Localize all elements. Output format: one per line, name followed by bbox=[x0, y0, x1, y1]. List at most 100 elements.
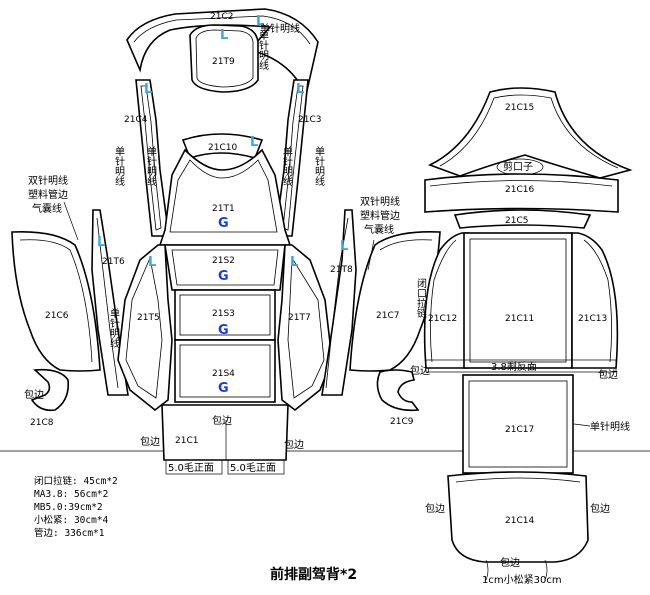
note-zipper: 闭口拉链 bbox=[415, 277, 427, 318]
svg-text:21S2: 21S2 bbox=[212, 256, 235, 266]
svg-text:21T1: 21T1 bbox=[212, 204, 235, 214]
piece-21t7: 21T7 bbox=[277, 244, 333, 412]
piece-21c15: 21C15 bbox=[427, 87, 633, 179]
note-double-stitch-right: 双针明线 bbox=[360, 195, 400, 208]
note-binding: 包边 bbox=[598, 368, 618, 381]
svg-text:21C13: 21C13 bbox=[578, 314, 607, 324]
piece-21t1: 21T1 bbox=[158, 148, 292, 246]
piece-21c6: 21C6 bbox=[11, 230, 101, 372]
piece-21c16: 21C16 bbox=[424, 173, 619, 213]
note-stitch-top: 单针明线 bbox=[257, 30, 269, 70]
svg-text:21C1: 21C1 bbox=[175, 436, 198, 446]
svg-text:21T8: 21T8 bbox=[330, 265, 353, 275]
mark-l: L bbox=[144, 82, 152, 97]
note-binding: 包边 bbox=[425, 502, 445, 515]
piece-21c14: 21C14 bbox=[447, 471, 589, 563]
piece-21s4: 21S4 bbox=[174, 339, 276, 403]
piece-21t5: 21T5 bbox=[117, 244, 173, 412]
piece-21s2: 21S2 bbox=[164, 244, 286, 291]
svg-text:21C8: 21C8 bbox=[30, 418, 54, 428]
svg-text:21C3: 21C3 bbox=[298, 115, 321, 125]
mark-l: L bbox=[250, 135, 258, 150]
legend-item: MB5.0:39cm*2 bbox=[34, 502, 103, 513]
piece-21c13: 21C13 bbox=[571, 232, 619, 369]
svg-text:21C2: 21C2 bbox=[210, 12, 233, 22]
piece-21c11: 21C11 bbox=[463, 232, 573, 369]
note-stitch-t5: 单针明线 bbox=[108, 308, 120, 348]
note-binding: 包边 bbox=[140, 435, 160, 448]
svg-text:21C7: 21C7 bbox=[376, 311, 399, 321]
piece-21c7: 21C7 bbox=[349, 230, 441, 372]
svg-text:21T5: 21T5 bbox=[137, 313, 160, 323]
svg-text:21C15: 21C15 bbox=[505, 103, 534, 113]
note-stitch-right-b: 单针明线 bbox=[313, 146, 325, 186]
svg-text:21C9: 21C9 bbox=[390, 417, 414, 427]
note-wool-front-b: 5.0毛正面 bbox=[230, 462, 276, 474]
note-binding: 包边 bbox=[500, 556, 520, 569]
svg-text:21S4: 21S4 bbox=[212, 369, 235, 379]
svg-text:21C12: 21C12 bbox=[428, 314, 457, 324]
legend-item: 闭口拉链: 45cm*2 bbox=[34, 475, 118, 487]
note-double-stitch-left: 双针明线 bbox=[28, 174, 68, 187]
legend-item: MA3.8: 56cm*2 bbox=[34, 489, 108, 500]
note-binding: 包边 bbox=[212, 414, 232, 427]
reverse-strip bbox=[425, 359, 617, 373]
mark-l: L bbox=[97, 235, 105, 250]
legend-item: 管边: 336cm*1 bbox=[34, 527, 105, 539]
note-stitch-vertical: 单针明线 bbox=[260, 22, 300, 35]
svg-text:21C4: 21C4 bbox=[124, 115, 148, 125]
svg-text:21T7: 21T7 bbox=[288, 313, 311, 323]
piece-21c9: 21C9 bbox=[376, 369, 420, 427]
note-piping-right: 塑料管边 bbox=[360, 209, 400, 222]
piece-21s3: 21S3 bbox=[174, 289, 276, 341]
note-piping-left: 塑料管边 bbox=[28, 188, 68, 201]
mark-l: L bbox=[340, 239, 348, 254]
piece-21c17: 21C17 bbox=[462, 374, 574, 474]
note-wool-front-a: 5.0毛正面 bbox=[168, 462, 214, 474]
piece-21c5: 21C5 bbox=[453, 209, 592, 229]
svg-text:21C6: 21C6 bbox=[45, 311, 69, 321]
svg-text:21T6: 21T6 bbox=[102, 257, 125, 267]
note-airbag-right: 气囊线 bbox=[364, 223, 394, 236]
svg-text:21C14: 21C14 bbox=[505, 516, 534, 526]
note-binding: 包边 bbox=[24, 388, 44, 401]
piece-21c1: 21C1 bbox=[161, 404, 289, 475]
note-binding: 包边 bbox=[590, 502, 610, 515]
note-binding: 包边 bbox=[410, 364, 430, 377]
mark-g: G bbox=[218, 381, 229, 396]
note-stitch-left-a: 单针明线 bbox=[113, 146, 125, 186]
materials-legend: 闭口拉链: 45cm*2 MA3.8: 56cm*2 MB5.0:39cm*2 … bbox=[34, 475, 118, 539]
mark-g: G bbox=[218, 323, 229, 338]
piece-21c10: 21C10 bbox=[181, 133, 264, 159]
legend-item: 小松紧: 30cm*4 bbox=[34, 514, 109, 526]
mark-g: G bbox=[218, 269, 229, 284]
page-title: 前排副驾背*2 bbox=[270, 566, 357, 583]
note-stitch-right-a: 单针明线 bbox=[281, 146, 293, 186]
mark-l: L bbox=[256, 14, 264, 29]
svg-text:21C16: 21C16 bbox=[505, 185, 534, 195]
note-stitch-c17: 单针明线 bbox=[590, 420, 630, 433]
note-binding: 包边 bbox=[284, 438, 304, 451]
svg-text:21C11: 21C11 bbox=[505, 314, 534, 324]
note-airbag-left: 气囊线 bbox=[32, 202, 62, 215]
piece-21t9: 21T9 bbox=[189, 24, 259, 93]
mark-l: L bbox=[220, 28, 228, 43]
piece-21t8: 21T8 bbox=[321, 209, 357, 396]
piece-21c12: 21C12 bbox=[423, 232, 469, 369]
note-scissor: 剪口子 bbox=[503, 160, 533, 173]
piece-21c8: 21C8 bbox=[30, 368, 70, 428]
note-elastic: 1cm小松紧30cm bbox=[482, 573, 562, 586]
note-stitch-left-b: 单针明线 bbox=[145, 146, 157, 186]
svg-text:21C5: 21C5 bbox=[505, 216, 528, 226]
svg-text:21S3: 21S3 bbox=[212, 309, 235, 319]
svg-text:21C17: 21C17 bbox=[505, 425, 534, 435]
mark-l: L bbox=[290, 255, 298, 270]
svg-text:21C10: 21C10 bbox=[208, 143, 237, 153]
note-reverse: 3.8剩反面 bbox=[491, 360, 537, 373]
mark-l: L bbox=[148, 255, 156, 270]
svg-text:21T9: 21T9 bbox=[212, 57, 235, 67]
piece-21c2: 21C2 bbox=[126, 8, 319, 98]
mark-g: G bbox=[218, 216, 229, 231]
mark-l: L bbox=[296, 82, 304, 97]
